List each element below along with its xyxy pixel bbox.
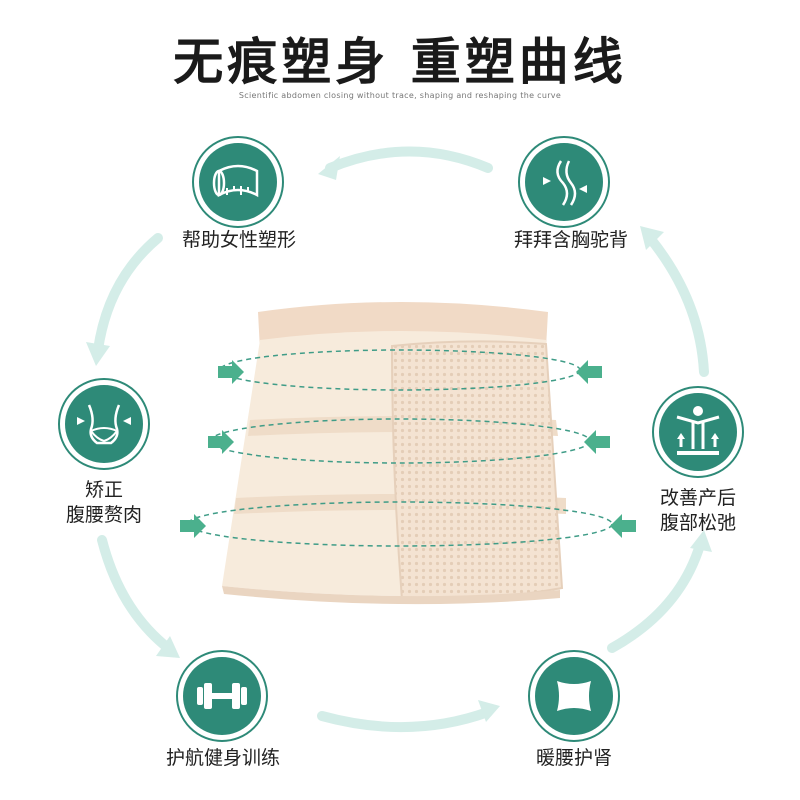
arrow-top [325,146,493,173]
arrow-bottom [317,707,493,733]
feature-waist-label-line1: 矫正 [84,479,123,501]
feature-shape-label: 帮助女性塑形 [181,229,296,251]
feature-waist-label-line2: 腹腰赘肉 [65,504,142,526]
feature-shape-badge [192,136,284,228]
waist-figure-icon [77,404,131,445]
page-subtitle: Scientific abdomen closing without trace… [238,91,562,100]
feature-waist-badge [58,378,150,470]
feature-postpartum-label-line2: 腹部松弛 [659,512,736,534]
dumbbell-icon [197,683,247,709]
spine-posture-icon [543,160,587,206]
feature-warm-label: 暖腰护肾 [535,747,612,769]
arrow-left-lower [97,535,173,653]
feature-posture-badge [518,136,610,228]
feature-warm-badge [528,650,620,742]
feature-postpartum-label: 改善产后 腹部松弛 [636,486,760,536]
feature-fitness-label: 护航健身训练 [165,747,280,769]
body-lift-icon [676,406,720,455]
arrow-right-lower [607,540,705,653]
feature-waist-label: 矫正 腹腰赘肉 [40,478,168,528]
measuring-tape-icon [212,164,259,198]
feature-fitness-badge [176,650,268,742]
feature-postpartum-badge [652,386,744,478]
waist-belt-icon [557,681,591,711]
feature-postpartum-label-line1: 改善产后 [659,487,736,509]
page-title: 无痕塑身 重塑曲线 [173,33,627,91]
feature-posture-label: 拜拜含胸驼背 [513,229,628,251]
arrow-right-upper [645,233,709,377]
arrow-left-upper [93,233,163,355]
